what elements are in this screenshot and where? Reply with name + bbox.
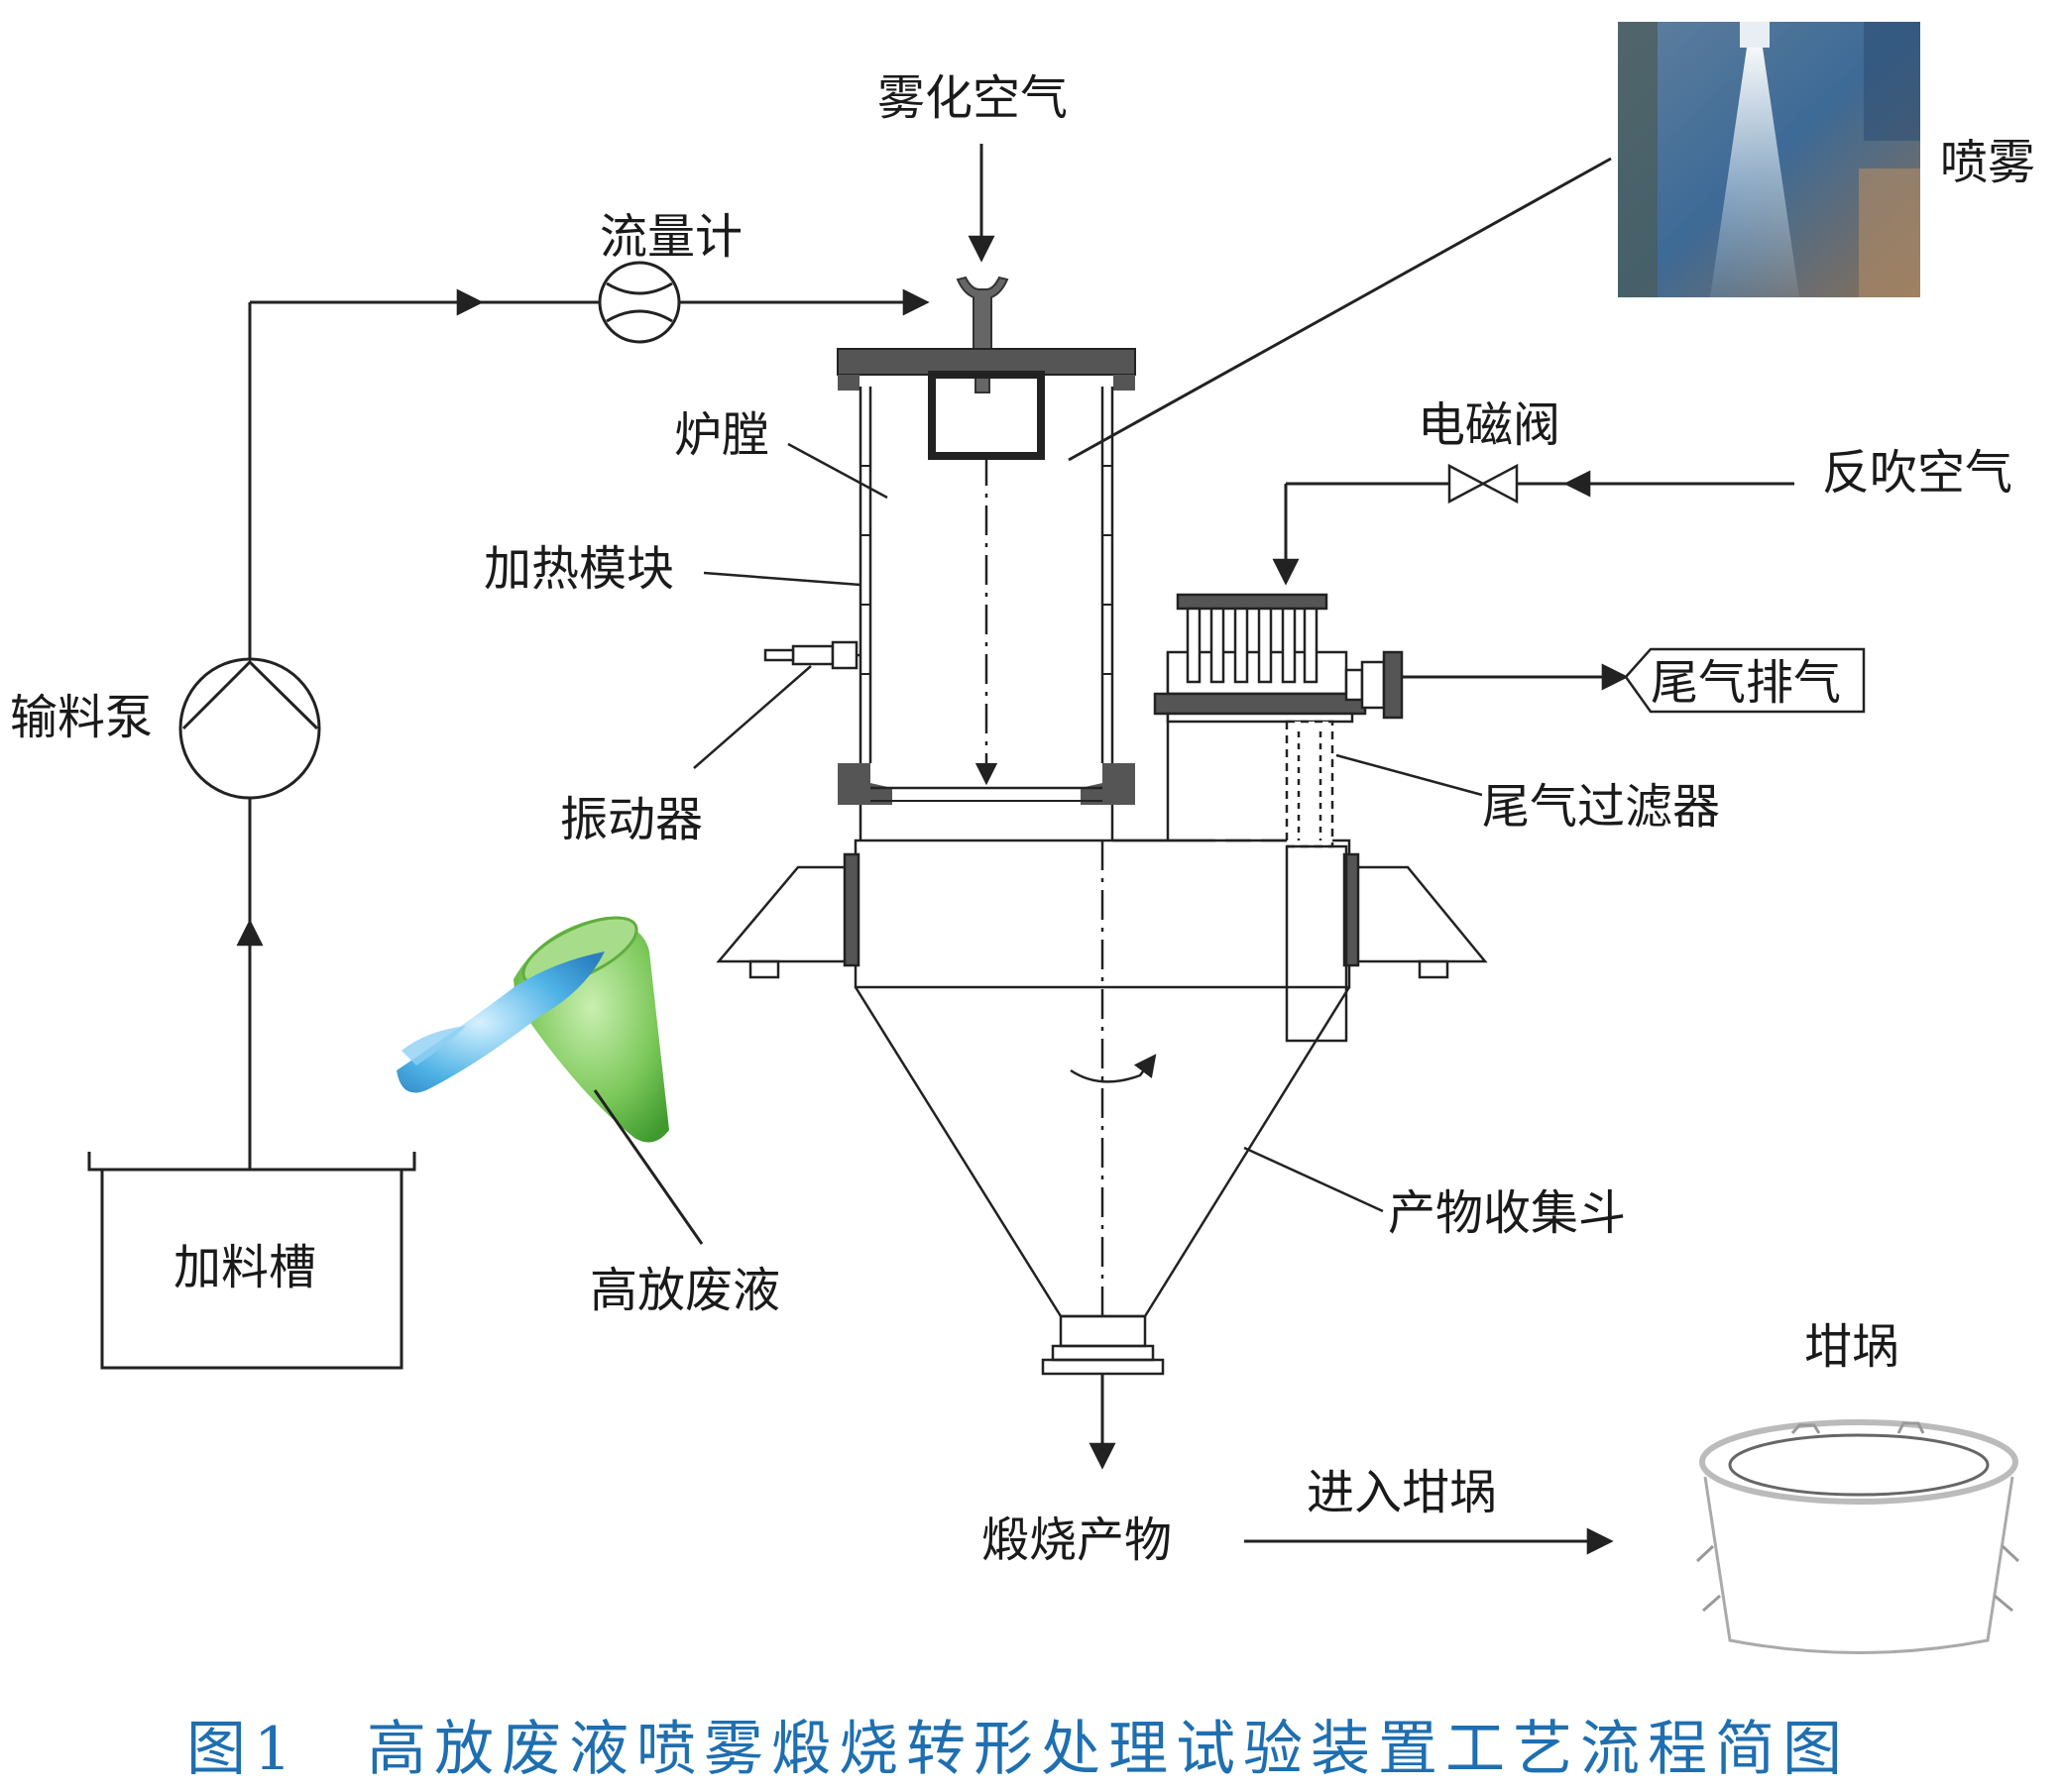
collection-hopper-label: 产物收集斗 bbox=[1388, 1185, 1626, 1241]
leader-lines bbox=[693, 442, 1483, 1213]
backblow-air-label: 反吹空气 bbox=[1822, 445, 2012, 501]
backblow-line bbox=[1272, 470, 1794, 586]
offgas-filter-label: 尾气过滤器 bbox=[1482, 779, 1720, 835]
heating-module-label: 加热模块 bbox=[484, 541, 674, 597]
furnace-chamber bbox=[837, 348, 1136, 805]
feed-line bbox=[236, 288, 930, 1170]
hlw-pointer bbox=[593, 1089, 704, 1245]
calcined-product-label: 煅烧产物 bbox=[981, 1512, 1172, 1568]
figure-number: 图1 bbox=[186, 1715, 299, 1784]
into-crucible-label: 进入坩埚 bbox=[1307, 1465, 1497, 1520]
vibrator bbox=[763, 640, 860, 670]
exhaust-tag bbox=[1624, 647, 1866, 714]
feed-tank bbox=[87, 1152, 416, 1370]
flowmeter-label: 流量计 bbox=[600, 209, 743, 265]
solenoid-valve bbox=[1447, 463, 1519, 504]
atomizing-air-label: 雾化空气 bbox=[877, 70, 1068, 126]
spray-photo bbox=[1618, 22, 1920, 297]
spray-label: 喷雾 bbox=[1940, 135, 2035, 190]
spray-pointer bbox=[1068, 157, 1612, 462]
figure-caption: 高放废液喷雾煅烧转形处理试验装置工艺流程简图 bbox=[367, 1715, 1850, 1784]
hlw-cup-image bbox=[397, 916, 669, 1143]
feed-pump bbox=[178, 657, 321, 800]
vibrator-label: 振动器 bbox=[560, 792, 703, 847]
crucible-label: 坩埚 bbox=[1804, 1319, 1899, 1375]
swirl-arrow bbox=[1070, 1054, 1157, 1083]
feed-tank-label: 加料槽 bbox=[173, 1240, 316, 1295]
exhaust-label: 尾气排气 bbox=[1651, 655, 1841, 711]
hlw-label: 高放废液 bbox=[590, 1263, 780, 1318]
solenoid-valve-label: 电磁阀 bbox=[1418, 397, 1560, 453]
chamber-label: 炉膛 bbox=[674, 407, 769, 463]
feed-pump-label: 输料泵 bbox=[10, 690, 153, 745]
flowmeter bbox=[598, 261, 681, 344]
offgas-filter bbox=[1112, 593, 1404, 1043]
crucible-image bbox=[1695, 1419, 2020, 1654]
heating-module-segments bbox=[860, 465, 1112, 675]
